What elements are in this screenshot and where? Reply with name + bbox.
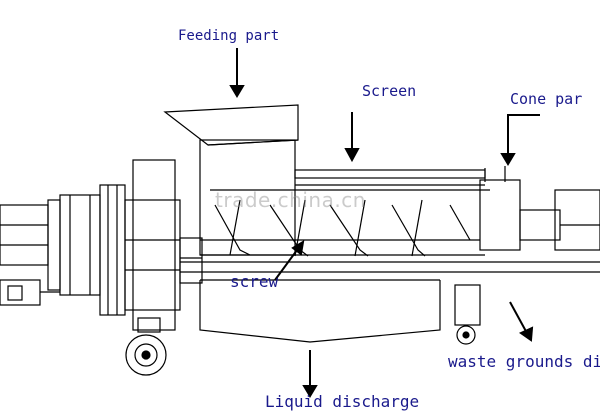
feed-hopper (163, 104, 299, 256)
feeding-arrowhead (229, 85, 245, 98)
label-cone-part: Cone par (510, 90, 583, 108)
label-feeding-part: Feeding part (178, 28, 280, 44)
watermark: trade.china.cn (215, 188, 366, 212)
label-screw: screw (230, 272, 279, 291)
cone-arrow (507, 114, 540, 160)
drive-motor-assembly (0, 184, 126, 316)
cone-part-assembly (479, 166, 600, 251)
annotation-arrows (229, 48, 540, 398)
left-caster-wheel (125, 317, 167, 376)
label-waste-grounds: waste grounds dis (448, 352, 600, 371)
label-liquid-discharge: Liquid discharge (265, 392, 420, 411)
right-caster-wheel (454, 284, 481, 345)
waste-arrow (509, 301, 529, 336)
screw-arrow (274, 245, 301, 281)
liquid-collection-trough (180, 261, 600, 343)
label-screen: Screen (362, 82, 417, 100)
gearbox-housing (124, 159, 203, 331)
screen-cylinder (200, 169, 490, 256)
